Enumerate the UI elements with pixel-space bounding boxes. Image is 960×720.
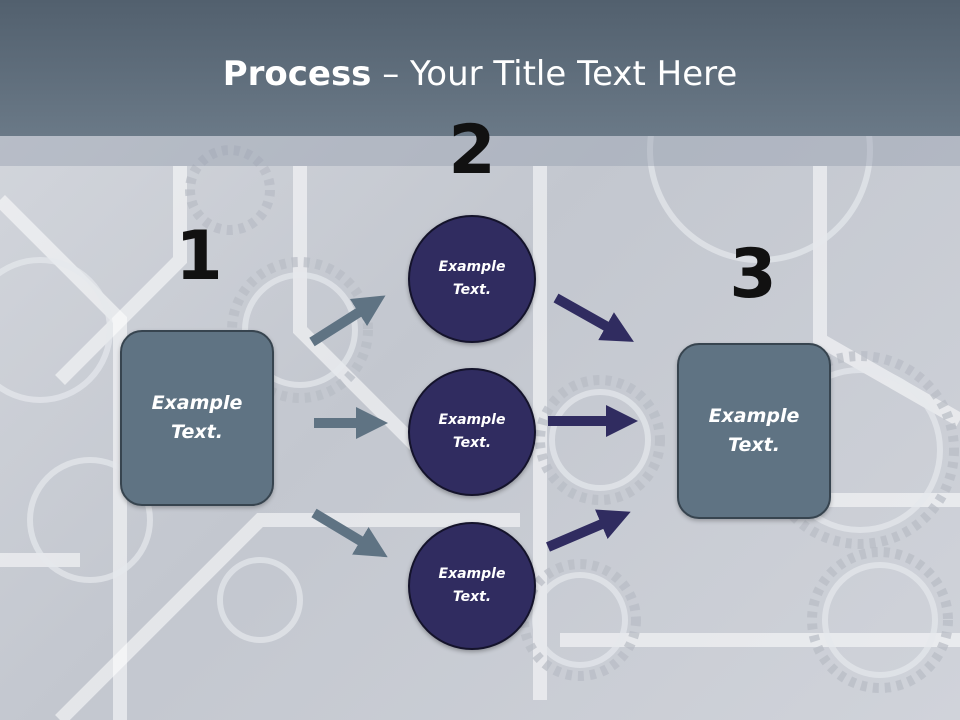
circle-top[interactable]: Example Text. — [408, 215, 536, 343]
arrow-right-icon — [309, 295, 386, 347]
circle-bottom[interactable]: Example Text. — [408, 522, 536, 650]
title-rest: – Your Title Text Here — [371, 54, 738, 94]
step-3-box[interactable]: Example Text. — [677, 343, 831, 519]
title-bold: Process — [222, 54, 372, 94]
step-number-2: 2 — [448, 111, 496, 190]
circle-middle[interactable]: Example Text. — [408, 368, 536, 496]
header-band — [0, 0, 960, 136]
slide-title: Process – Your Title Text Here — [0, 54, 960, 94]
header-shadow-strip — [0, 136, 960, 166]
step-number-1: 1 — [175, 217, 223, 296]
arrow-right-icon — [546, 509, 631, 552]
step-1-box[interactable]: Example Text. — [120, 330, 274, 506]
step-number-3: 3 — [729, 235, 777, 314]
arrow-right-icon — [553, 293, 634, 342]
arrow-right-icon — [311, 508, 388, 558]
